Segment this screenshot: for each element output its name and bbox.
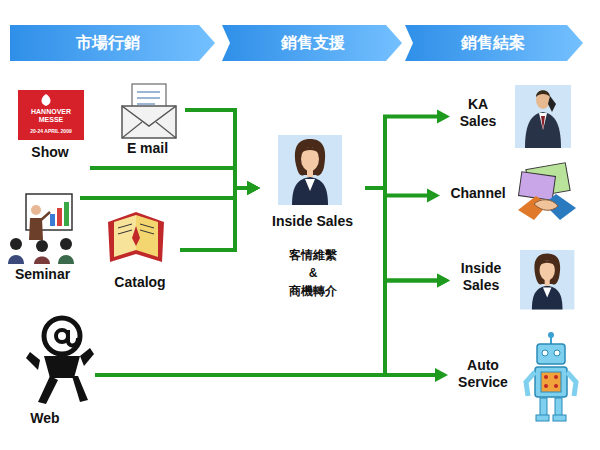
source-node: E mail — [110, 80, 185, 159]
flow-arrow — [365, 188, 440, 203]
ka-sales-figure — [515, 85, 571, 148]
source-node: Web — [15, 315, 95, 430]
node-label: Show — [10, 144, 90, 161]
hub-node: Inside Sales 客情維繫 & 商機轉介 — [260, 133, 365, 302]
node-label: Web — [15, 410, 75, 427]
robot-figure — [526, 332, 576, 421]
logo-text: 20-24 APRIL 2009 — [22, 128, 80, 134]
web-icon — [26, 318, 94, 404]
email-icon — [122, 84, 176, 138]
stage-band: 銷售支援 — [222, 25, 402, 61]
flow-arrow — [185, 110, 260, 195]
source-node: Catalog — [100, 208, 180, 296]
stage-band: 市場行銷 — [10, 25, 215, 61]
node-label: Auto Service — [448, 357, 518, 391]
target-node: Channel — [440, 163, 580, 228]
node-label: Inside Sales — [450, 260, 512, 294]
flow-arrow — [365, 110, 450, 189]
node-label: Catalog — [100, 274, 180, 291]
flow-arrow — [95, 368, 448, 382]
source-node: Seminar — [5, 190, 80, 288]
show-logo — [18, 90, 84, 140]
catalog-icon — [108, 212, 164, 262]
flow-arrow — [180, 181, 260, 250]
node-label: E mail — [110, 140, 185, 157]
node-label: Channel — [440, 185, 516, 202]
node-label: 客情維繫 & 商機轉介 — [286, 246, 340, 300]
node-label: KA Sales — [450, 96, 506, 130]
target-node: KA Sales — [450, 84, 580, 149]
target-node: Auto Service — [448, 333, 583, 423]
seminar-icon — [8, 194, 74, 264]
inside-sales-figure — [520, 250, 574, 310]
flow-arrow — [365, 188, 450, 288]
stage-band: 銷售結案 — [405, 25, 583, 61]
target-node: Inside Sales — [450, 248, 580, 313]
stage-title: 銷售結案 — [413, 33, 573, 52]
stage-title: 市場行銷 — [10, 33, 205, 52]
node-label: Seminar — [5, 266, 80, 283]
stage-title: 銷售支援 — [230, 33, 395, 52]
flow-arrow — [95, 274, 450, 376]
logo-text: HANNOVER MESSE — [24, 108, 78, 124]
channel-figure — [518, 163, 576, 220]
inside-sales-figure — [278, 135, 342, 205]
node-label: Inside Sales — [260, 213, 365, 230]
